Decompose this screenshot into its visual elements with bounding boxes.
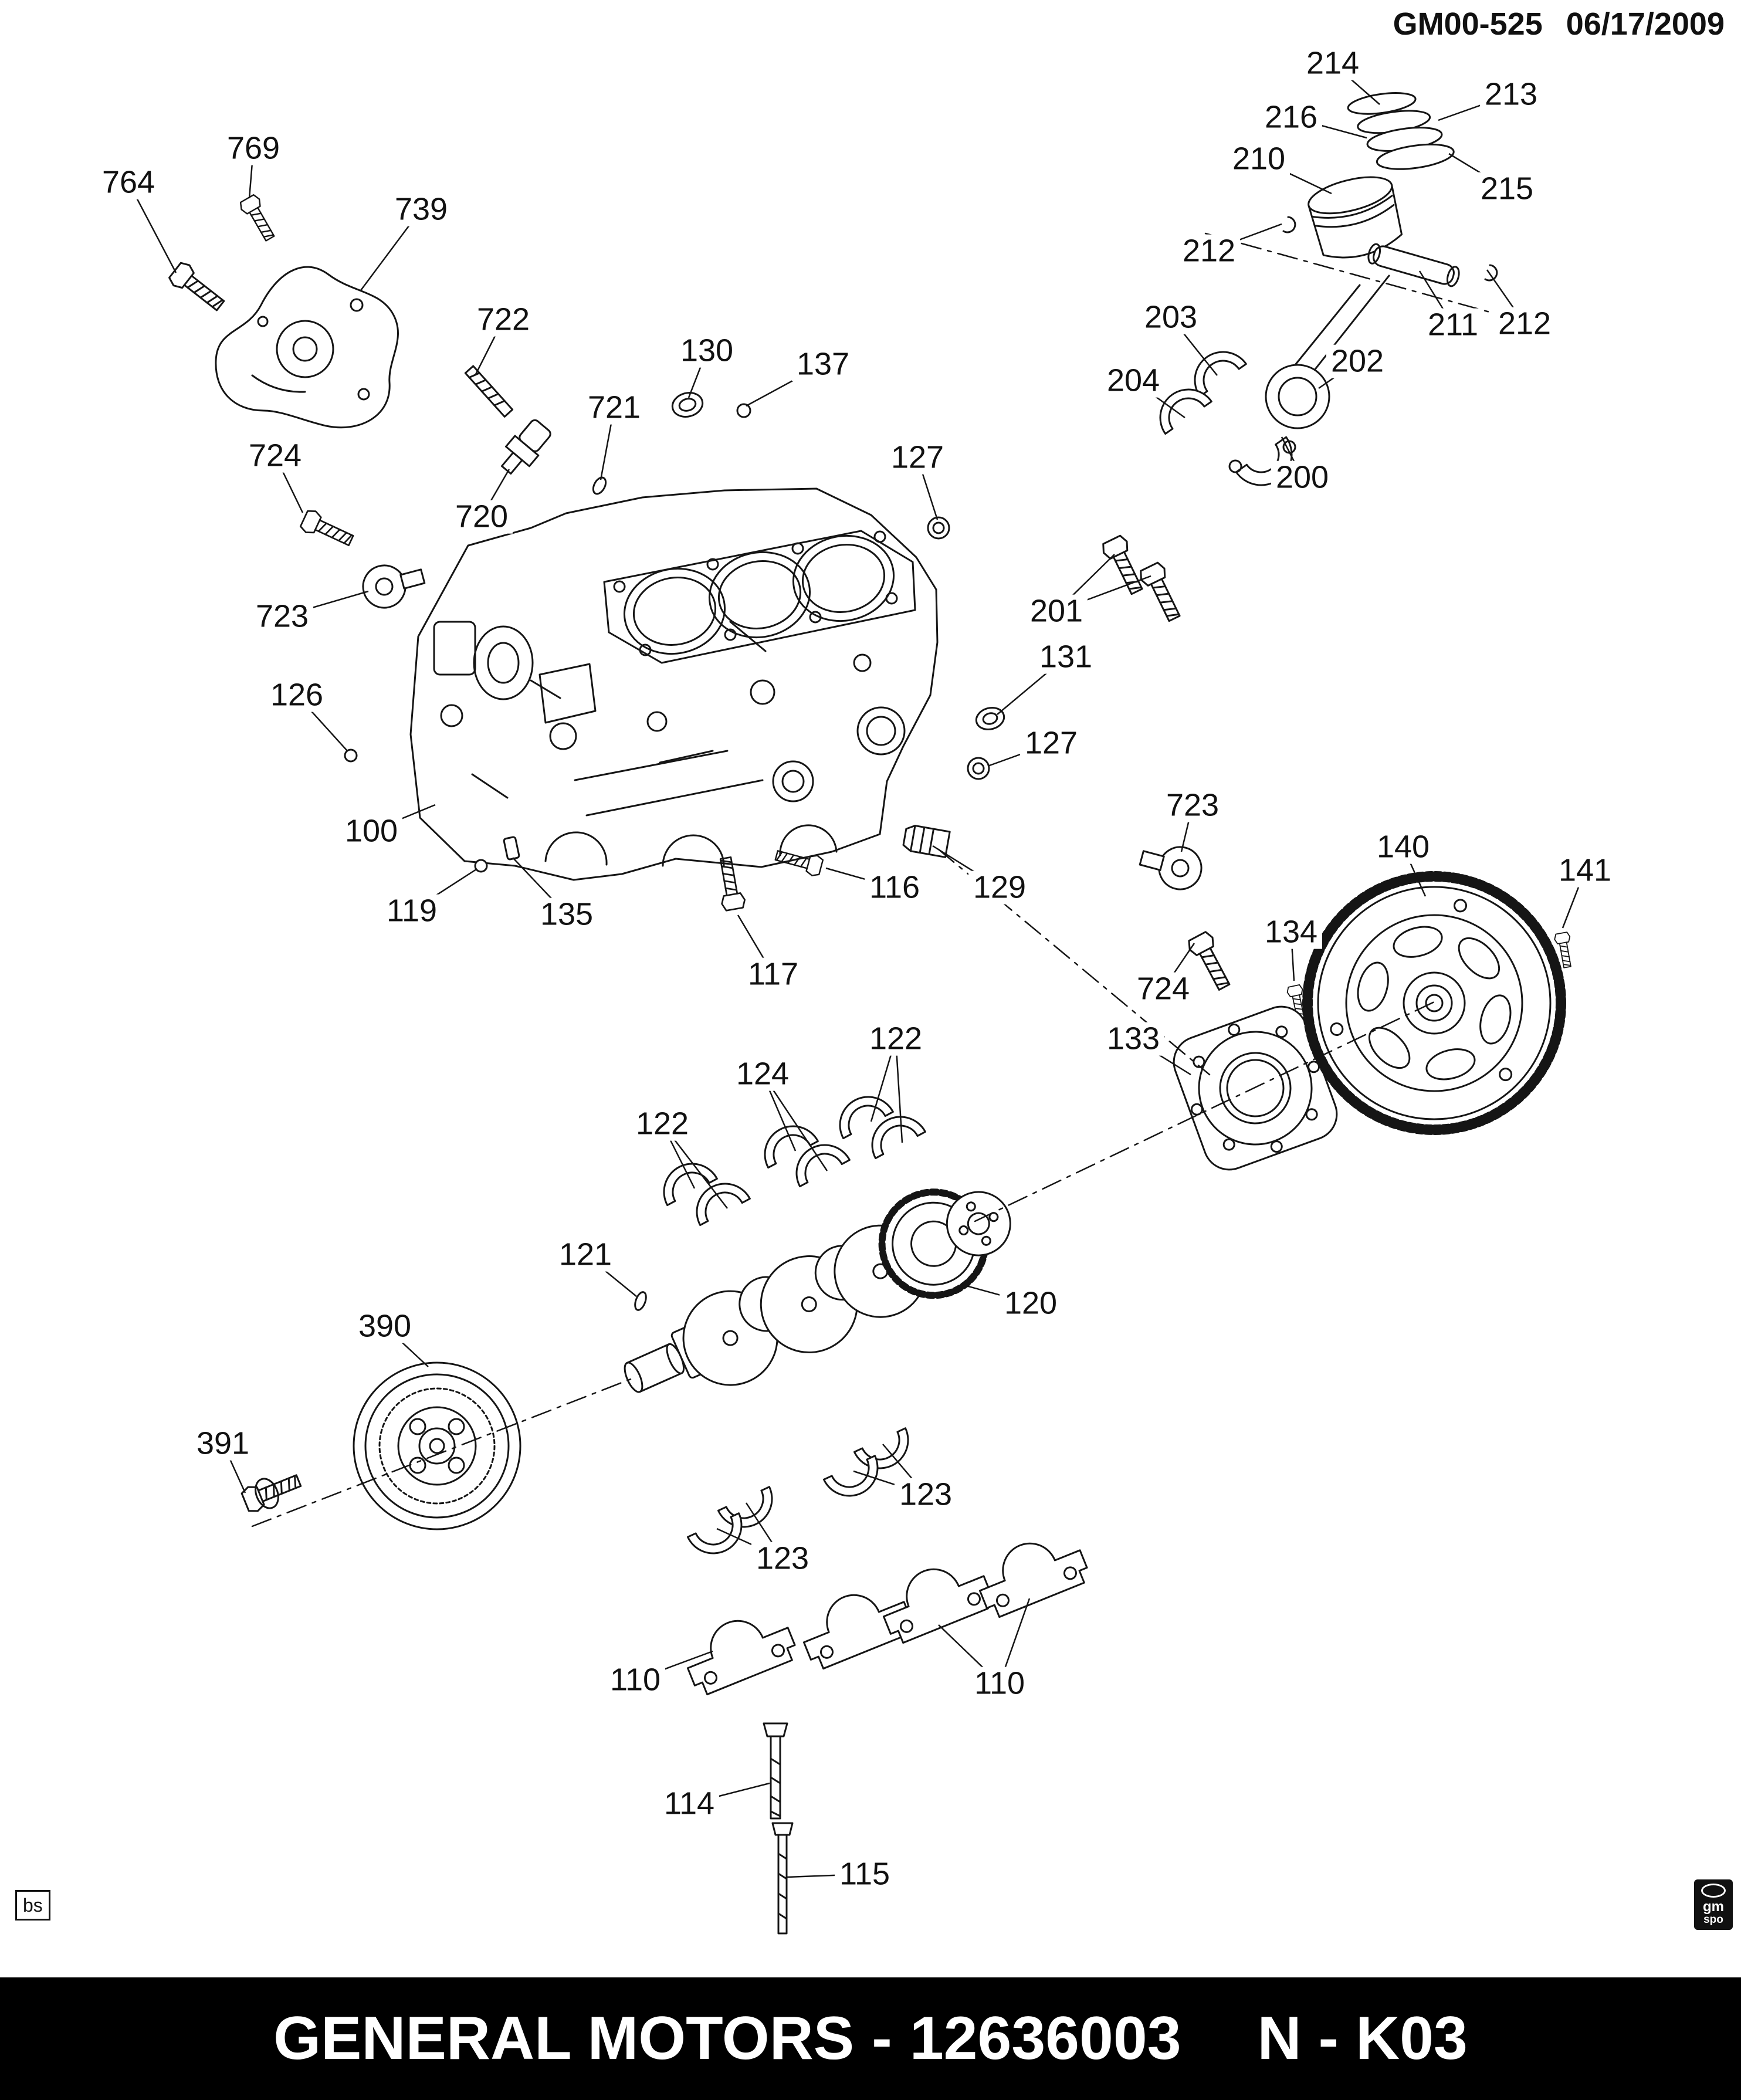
callout-210: 210: [1227, 142, 1290, 176]
gm-logo-text: gm: [1703, 1899, 1724, 1915]
callout-122: 122: [864, 1022, 927, 1056]
callout-212: 212: [1177, 234, 1241, 268]
plug-127-top: [927, 516, 950, 540]
spo-logo-text: spo: [1703, 1913, 1723, 1926]
callout-117: 117: [743, 957, 804, 991]
callout-122: 122: [631, 1107, 694, 1141]
crank-pulley: [353, 1361, 521, 1530]
callout-123: 123: [751, 1542, 814, 1576]
callout-140: 140: [1371, 830, 1435, 864]
callout-130: 130: [675, 334, 739, 368]
callout-201: 201: [1025, 594, 1088, 628]
dowel-pin-721: [592, 476, 607, 495]
drawing-header: GM00-525 06/17/2009: [1393, 6, 1725, 42]
flexplate: [1302, 871, 1566, 1135]
pin-clip-left: [1282, 216, 1296, 233]
pulley-bolt-washer: [255, 1478, 279, 1509]
callout-391: 391: [191, 1427, 255, 1461]
callout-204: 204: [1102, 364, 1165, 398]
bs-stamp: bs: [15, 1890, 50, 1921]
piston-pin: [1367, 243, 1460, 287]
gm-logo-oval: [1701, 1884, 1726, 1898]
callout-135: 135: [535, 897, 598, 932]
callout-126: 126: [265, 678, 328, 712]
pin-clip-right: [1484, 264, 1498, 282]
callout-137: 137: [791, 347, 855, 381]
callout-133: 133: [1102, 1022, 1165, 1056]
callout-115: 115: [834, 1857, 895, 1891]
cup-plug-130: [671, 392, 704, 418]
callout-131: 131: [1034, 640, 1098, 674]
callout-134: 134: [1259, 915, 1323, 949]
callout-100: 100: [340, 814, 403, 848]
cap-bolt-115: [771, 1822, 794, 1935]
gm-spo-logo: gm spo: [1694, 1879, 1733, 1930]
callout-723: 723: [1161, 788, 1224, 822]
knock-sensor-right: [1139, 846, 1203, 890]
oil-pressure-sensor: [500, 419, 551, 475]
callout-769: 769: [222, 131, 285, 165]
callout-213: 213: [1479, 77, 1543, 111]
callout-110: 110: [969, 1667, 1030, 1701]
callout-211: 211: [1422, 308, 1483, 342]
heat-shield: [215, 266, 399, 429]
callout-216: 216: [1259, 100, 1323, 134]
callout-203: 203: [1139, 300, 1203, 334]
brand-name: GENERAL MOTORS: [273, 2004, 855, 2072]
callout-720: 720: [450, 500, 513, 534]
callout-141: 141: [1553, 853, 1617, 888]
callout-202: 202: [1326, 344, 1389, 378]
cap-bolt-114: [763, 1722, 788, 1820]
callout-724: 724: [243, 439, 307, 473]
cup-plug-131: [975, 707, 1005, 730]
ball-126: [344, 748, 358, 763]
crankshaft: [624, 1188, 1011, 1393]
piston: [1308, 176, 1403, 259]
footer-separator: -: [872, 2004, 892, 2072]
footer-bar: GENERAL MOTORS - 12636003 N - K03: [0, 1977, 1741, 2100]
callout-214: 214: [1301, 46, 1364, 80]
drawing-date: 06/17/2009: [1566, 6, 1725, 42]
callout-121: 121: [554, 1238, 617, 1272]
callout-721: 721: [582, 391, 646, 425]
callout-212: 212: [1493, 307, 1556, 341]
callout-390: 390: [353, 1309, 416, 1343]
callout-114: 114: [659, 1787, 720, 1821]
drawing-code: GM00-525: [1393, 6, 1543, 42]
callout-129: 129: [968, 871, 1031, 905]
callout-200: 200: [1271, 460, 1334, 494]
callout-119: 119: [381, 894, 442, 928]
callout-764: 764: [97, 165, 160, 199]
knock-sensor-left: [362, 564, 426, 609]
ball-119: [474, 859, 488, 873]
plug-137: [736, 403, 751, 418]
footer-left-group: GENERAL MOTORS - 12636003: [273, 2004, 1181, 2074]
callout-127: 127: [886, 441, 949, 475]
callout-123: 123: [894, 1478, 957, 1512]
callout-116: 116: [864, 871, 925, 905]
callout-110: 110: [605, 1663, 666, 1697]
callout-723: 723: [250, 599, 314, 634]
catalog-code: N - K03: [1257, 2004, 1468, 2072]
callout-120: 120: [999, 1286, 1062, 1320]
callout-724: 724: [1132, 972, 1195, 1006]
plug-127-side: [967, 757, 990, 780]
callout-739: 739: [389, 192, 453, 226]
piston-rings: [1347, 92, 1455, 170]
callout-127: 127: [1019, 726, 1083, 760]
crank-key-121: [634, 1291, 647, 1311]
block-stud: [464, 365, 514, 418]
callout-722: 722: [472, 303, 535, 337]
engine-block: [409, 487, 939, 881]
leader-line-122: [895, 1038, 903, 1143]
callout-215: 215: [1475, 172, 1539, 206]
callout-124: 124: [731, 1057, 794, 1091]
part-number: 12636003: [909, 2004, 1181, 2072]
